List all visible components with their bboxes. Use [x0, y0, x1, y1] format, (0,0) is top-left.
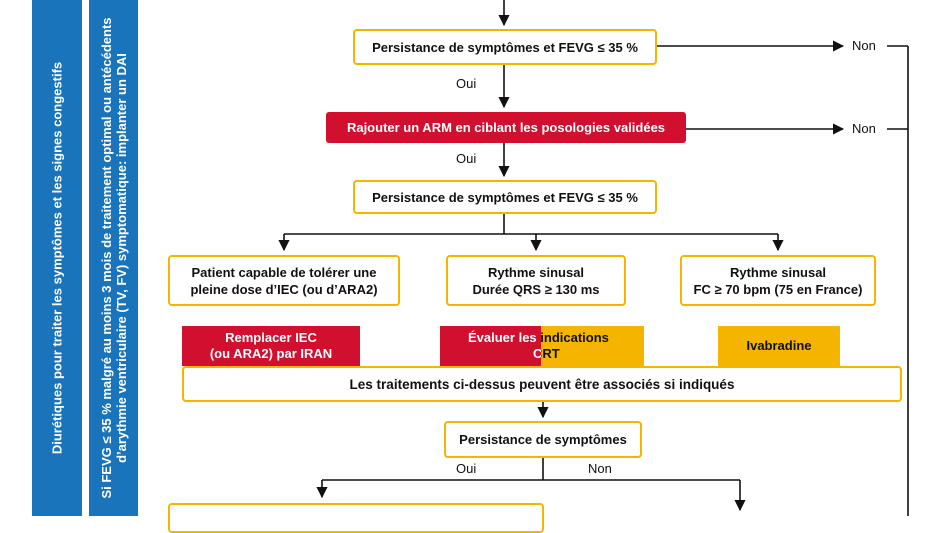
q1-box: Persistance de symptômes et FEVG ≤ 35 %: [353, 29, 657, 65]
q1-yes-label: Oui: [456, 76, 477, 91]
sidebar-diuretics: Diurétiques pour traiter les symptômes e…: [32, 0, 82, 516]
action2-box: Évaluer les indications CRT Évaluer les …: [440, 326, 644, 366]
branch1-line1: Patient capable de tolérer une: [191, 264, 377, 280]
q2-box: Persistance de symptômes et FEVG ≤ 35 %: [353, 180, 657, 214]
action1-line2: (ou ARA2) par IRAN: [209, 346, 333, 361]
branch1-line2: pleine dose d’IEC (ou d’ARA2): [190, 281, 378, 297]
branch1-box: Patient capable de tolérer une pleine do…: [168, 255, 400, 306]
q3-yes-label: Oui: [456, 461, 477, 476]
branch2-line2: Durée QRS ≥ 130 ms: [472, 281, 600, 297]
sidebar-icd: Si FEVG ≤ 35 % malgré au moins 3 mois de…: [89, 0, 138, 516]
combine-box: Les traitements ci-dessus peuvent être a…: [182, 366, 902, 402]
action2-yellow-half: [541, 326, 644, 366]
branch2-line1: Rythme sinusal: [487, 264, 585, 280]
flow-connectors: [278, 0, 909, 516]
add-arm-yes-label: Oui: [456, 151, 477, 166]
action1-line1: Remplacer IEC: [225, 330, 317, 345]
action1-box: Remplacer IEC (ou ARA2) par IRAN: [182, 326, 360, 366]
q3-no-label: Non: [588, 461, 612, 476]
branch3-line2: FC ≥ 70 bpm (75 en France): [693, 281, 863, 297]
branch2-box: Rythme sinusal Durée QRS ≥ 130 ms: [446, 255, 626, 306]
action2-text-dark: Évaluer les indications CRT: [541, 330, 609, 361]
action2-red-half: [440, 326, 541, 366]
add-arm-box: Rajouter un ARM en ciblant les posologie…: [326, 112, 686, 143]
action2-text-white: Évaluer les indications CRT: [468, 330, 541, 361]
add-arm-no-label: Non: [852, 121, 876, 136]
branch3-line1: Rythme sinusal: [729, 264, 827, 280]
action3-box: Ivabradine: [718, 326, 840, 366]
bottom-box-partial: [168, 503, 544, 533]
q3-box: Persistance de symptômes: [444, 421, 642, 458]
branch3-box: Rythme sinusal FC ≥ 70 bpm (75 en France…: [680, 255, 876, 306]
q1-no-label: Non: [852, 38, 876, 53]
